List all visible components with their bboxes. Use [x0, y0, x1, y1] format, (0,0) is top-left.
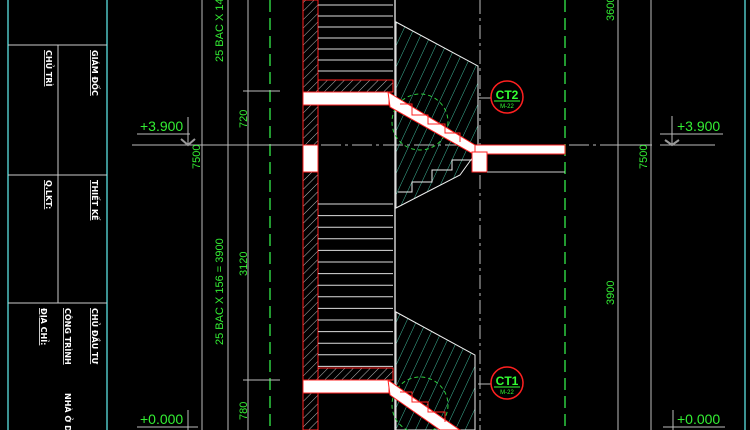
detail-ref: M-22 — [500, 104, 514, 110]
label-director: GIÁM ĐỐC — [90, 50, 102, 96]
stair-treads — [318, 4, 393, 367]
level-upper-left: +3.900 — [140, 118, 183, 134]
label-design: THIẾT KẾ — [90, 180, 102, 221]
dim-7500-left: 7500 — [191, 145, 203, 169]
dim-3120: 3120 — [238, 252, 250, 276]
dim-780: 780 — [238, 402, 250, 420]
dim-720: 720 — [238, 110, 250, 128]
right-dimensions: 3600 7500 3900 +3.900 +0.000 — [600, 0, 746, 430]
dim-3600: 3600 — [605, 0, 617, 21]
detail-id: CT2 — [496, 88, 519, 102]
detail-tag-ct2[interactable]: CT2 M-22 — [490, 80, 524, 114]
detail-ref: M-22 — [500, 390, 514, 396]
level-ground-right: +0.000 — [677, 411, 720, 427]
stair-section: CT2 M-22 CT1 M-22 — [290, 0, 600, 430]
label-project: CÔNG TRÌNH — [63, 308, 74, 365]
label-investor: CHỦ ĐẦU TƯ — [90, 308, 102, 364]
left-dimensions: 25 BAC X 14 25 BAC X 156 = 3900 720 3120… — [132, 0, 290, 430]
level-ground-left: +0.000 — [140, 411, 183, 427]
detail-id: CT1 — [496, 374, 519, 388]
label-qlkt: Q.LKT: — [44, 180, 53, 209]
title-block: GIÁM ĐỐC CHỦ TRÌ THIẾT KẾ Q.LKT: CHỦ ĐẦU… — [7, 0, 108, 430]
dim-stairs-lower: 25 BAC X 156 = 3900 — [214, 238, 226, 345]
dim-7500-right: 7500 — [638, 145, 650, 169]
label-lead: CHỦ TRÌ — [44, 50, 56, 86]
detail-tag-ct1[interactable]: CT1 M-22 — [490, 366, 524, 400]
label-address: ĐỊA CHỈ: — [39, 308, 50, 345]
dim-stairs-upper: 25 BAC X 14 — [214, 0, 226, 62]
project-name: NHÀ Ở DÂ — [63, 393, 75, 430]
level-upper-right: +3.900 — [677, 118, 720, 134]
dim-3900: 3900 — [605, 281, 617, 305]
